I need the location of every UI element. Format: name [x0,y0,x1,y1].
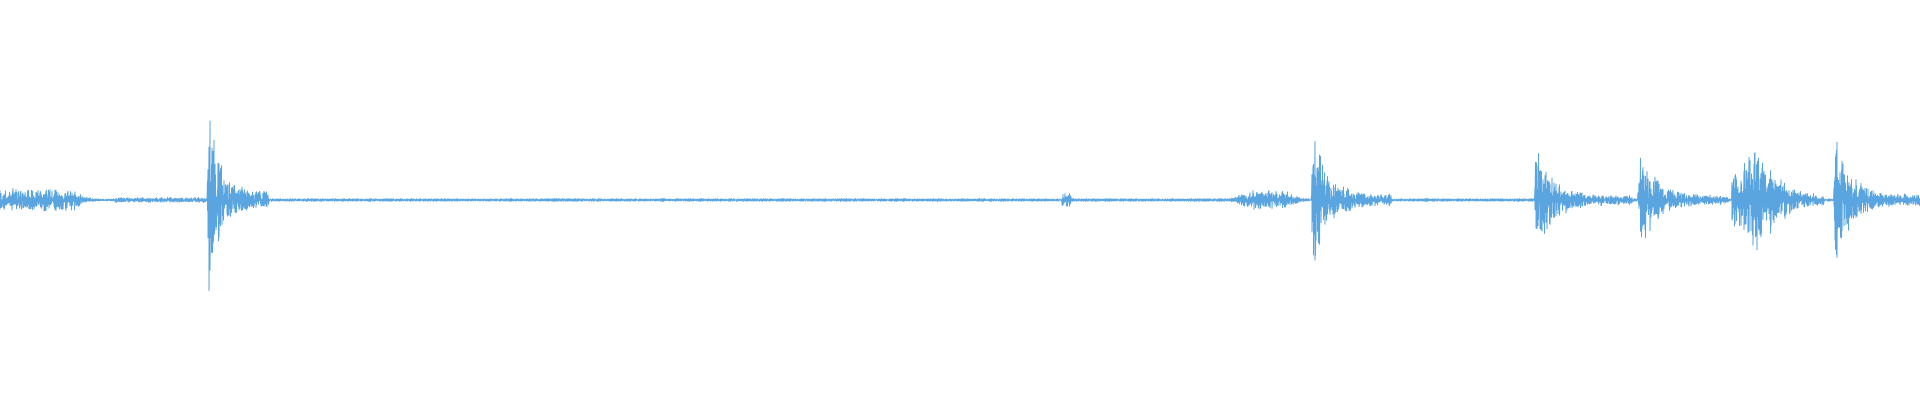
waveform-trace [0,120,1920,291]
